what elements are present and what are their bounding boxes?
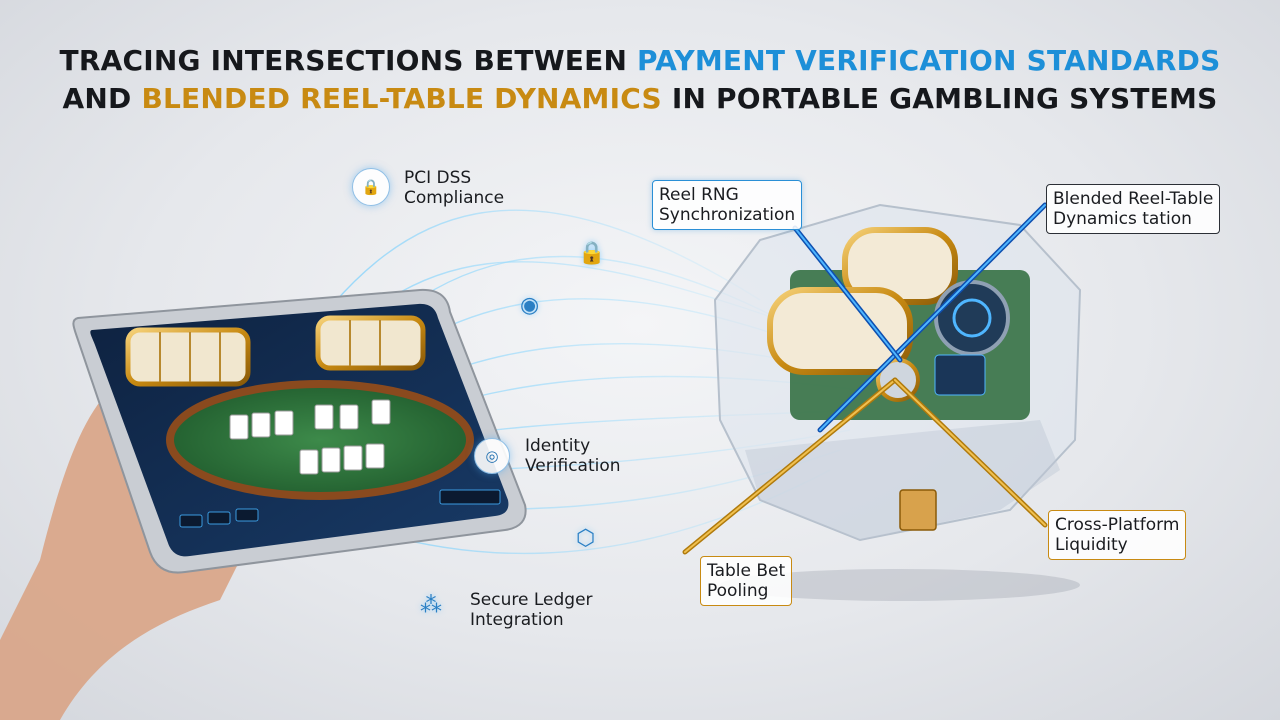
- cross-platform-label: Cross-Platform Liquidity: [1048, 510, 1187, 560]
- title-highlight-blended: BLENDED REEL-TABLE DYNAMICS: [141, 82, 662, 115]
- tablet-card-table: [166, 380, 474, 500]
- connector-beams: [682, 202, 1048, 555]
- tablet-slot-reels: [125, 315, 426, 387]
- pci-dss-line-2: Compliance: [404, 188, 505, 208]
- hand: [0, 379, 240, 720]
- lock-icon: 🔒: [352, 168, 390, 206]
- secure-ledger-line-2: Integration: [470, 610, 564, 630]
- table-bet-pooling-line-2: Pooling: [707, 581, 769, 601]
- secure-ledger-label: Secure Ledger Integration: [470, 590, 593, 630]
- reel-rng-label: Reel RNG Synchronization: [652, 180, 803, 230]
- lock-icon: 🔒: [578, 240, 606, 265]
- title-line-2-prefix: AND: [62, 82, 142, 115]
- blended-dynamics-label: Blended Reel-Table Dynamics tation: [1046, 184, 1221, 234]
- shield-icon: ⬡: [576, 525, 596, 550]
- identity-verification-label: Identity Verification: [525, 436, 621, 476]
- tablet-buttons: [179, 489, 501, 528]
- fingerprint-icon: ◎: [474, 438, 510, 474]
- cross-platform-line-1: Cross-Platform: [1055, 515, 1180, 535]
- title-line-1-prefix: TRACING INTERSECTIONS BETWEEN: [59, 44, 638, 77]
- pci-dss-label: PCI DSS Compliance: [404, 168, 504, 208]
- cross-platform-line-2: Liquidity: [1055, 535, 1128, 555]
- title-highlight-payment: PAYMENT VERIFICATION STANDARDS: [637, 44, 1221, 77]
- reel-rng-line-1: Reel RNG: [659, 185, 739, 205]
- identity-verification-line-2: Verification: [525, 456, 621, 476]
- secure-ledger-line-1: Secure Ledger: [470, 590, 593, 610]
- table-bet-pooling-line-1: Table Bet: [707, 561, 786, 581]
- title-line-2-suffix: IN PORTABLE GAMBLING SYSTEMS: [661, 82, 1218, 115]
- title-line-1: TRACING INTERSECTIONS BETWEEN PAYMENT VE…: [0, 44, 1280, 77]
- title-line-2: AND BLENDED REEL-TABLE DYNAMICS IN PORTA…: [0, 82, 1280, 115]
- blended-dynamics-line-1: Blended Reel-Table: [1053, 189, 1214, 209]
- blended-dynamics-line-2: Dynamics tation: [1053, 209, 1192, 229]
- identity-verification-line-1: Identity: [525, 436, 591, 456]
- tablet: [72, 288, 527, 574]
- fingerprint-icon: ◉: [520, 292, 540, 317]
- reel-rng-line-2: Synchronization: [659, 205, 796, 225]
- octagon-device: [713, 203, 1082, 542]
- device-slot-reels: [767, 227, 1010, 402]
- pci-dss-line-1: PCI DSS: [404, 168, 472, 188]
- tablet-cards: [229, 399, 391, 475]
- table-bet-pooling-label: Table Bet Pooling: [700, 556, 793, 606]
- network-icon: ⁂: [420, 592, 442, 617]
